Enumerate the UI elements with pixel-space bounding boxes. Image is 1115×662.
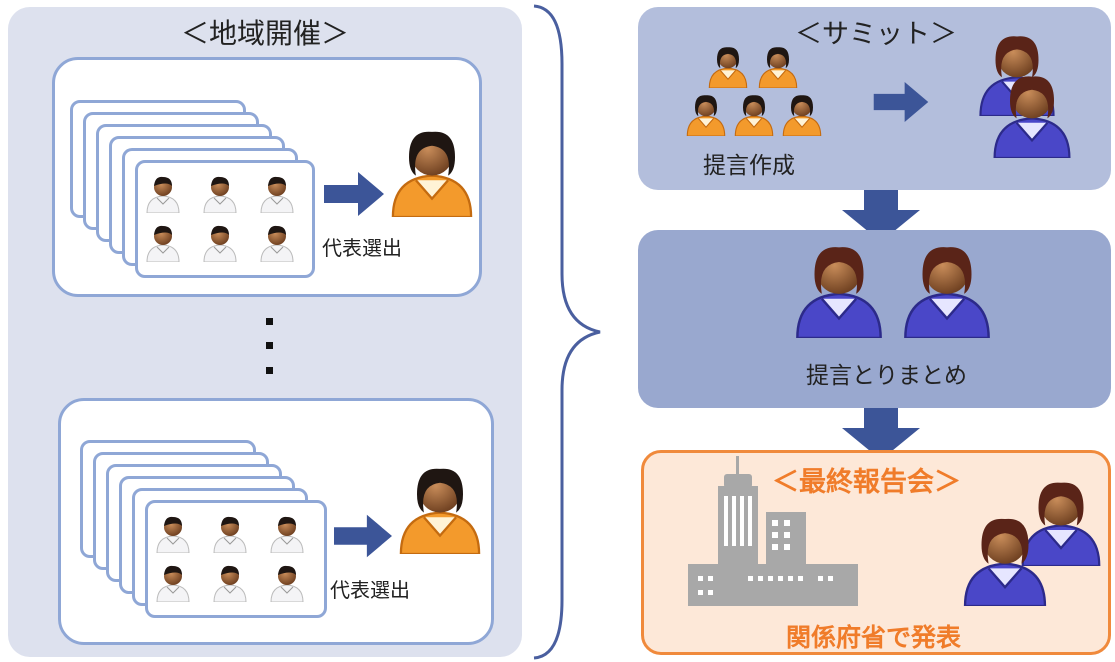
person-icon [756,44,800,88]
person-icon [143,222,183,262]
person-icon [153,562,193,602]
compile-caption: 提言とりまとめ [806,363,967,389]
person-icon [958,512,1052,606]
building-icon [688,456,858,606]
arrow-down-icon [842,190,920,242]
person-icon [386,125,478,217]
summit-caption: 提言作成 [703,153,795,179]
person-icon [257,222,297,262]
person-icon [988,70,1076,158]
group-caption: 代表選出 [322,236,402,260]
arrow-right-icon [334,514,392,558]
regional-title: ＜地域開催＞ [180,17,349,50]
person-icon [210,562,250,602]
person-icon [210,513,250,553]
person-icon [898,240,996,338]
person-icon [200,222,240,262]
summit-title: ＜サミット＞ [795,19,957,50]
group-caption: 代表選出 [330,578,410,602]
person-icon [790,240,888,338]
person-icon [732,92,776,136]
arrow-down-icon [842,408,920,460]
person-icon [267,513,307,553]
person-icon [706,44,750,88]
person-icon [267,562,307,602]
arrow-right-icon [324,172,384,216]
final-report-caption: 関係府省で発表 [786,623,962,652]
person-icon [394,462,486,554]
arrow-right-icon [873,82,929,122]
brace-icon [533,4,601,660]
final-report-title: ＜最終報告会＞ [772,467,961,498]
person-icon [780,92,824,136]
person-icon [200,173,240,213]
person-icon [143,173,183,213]
person-icon [153,513,193,553]
person-icon [684,92,728,136]
person-icon [257,173,297,213]
